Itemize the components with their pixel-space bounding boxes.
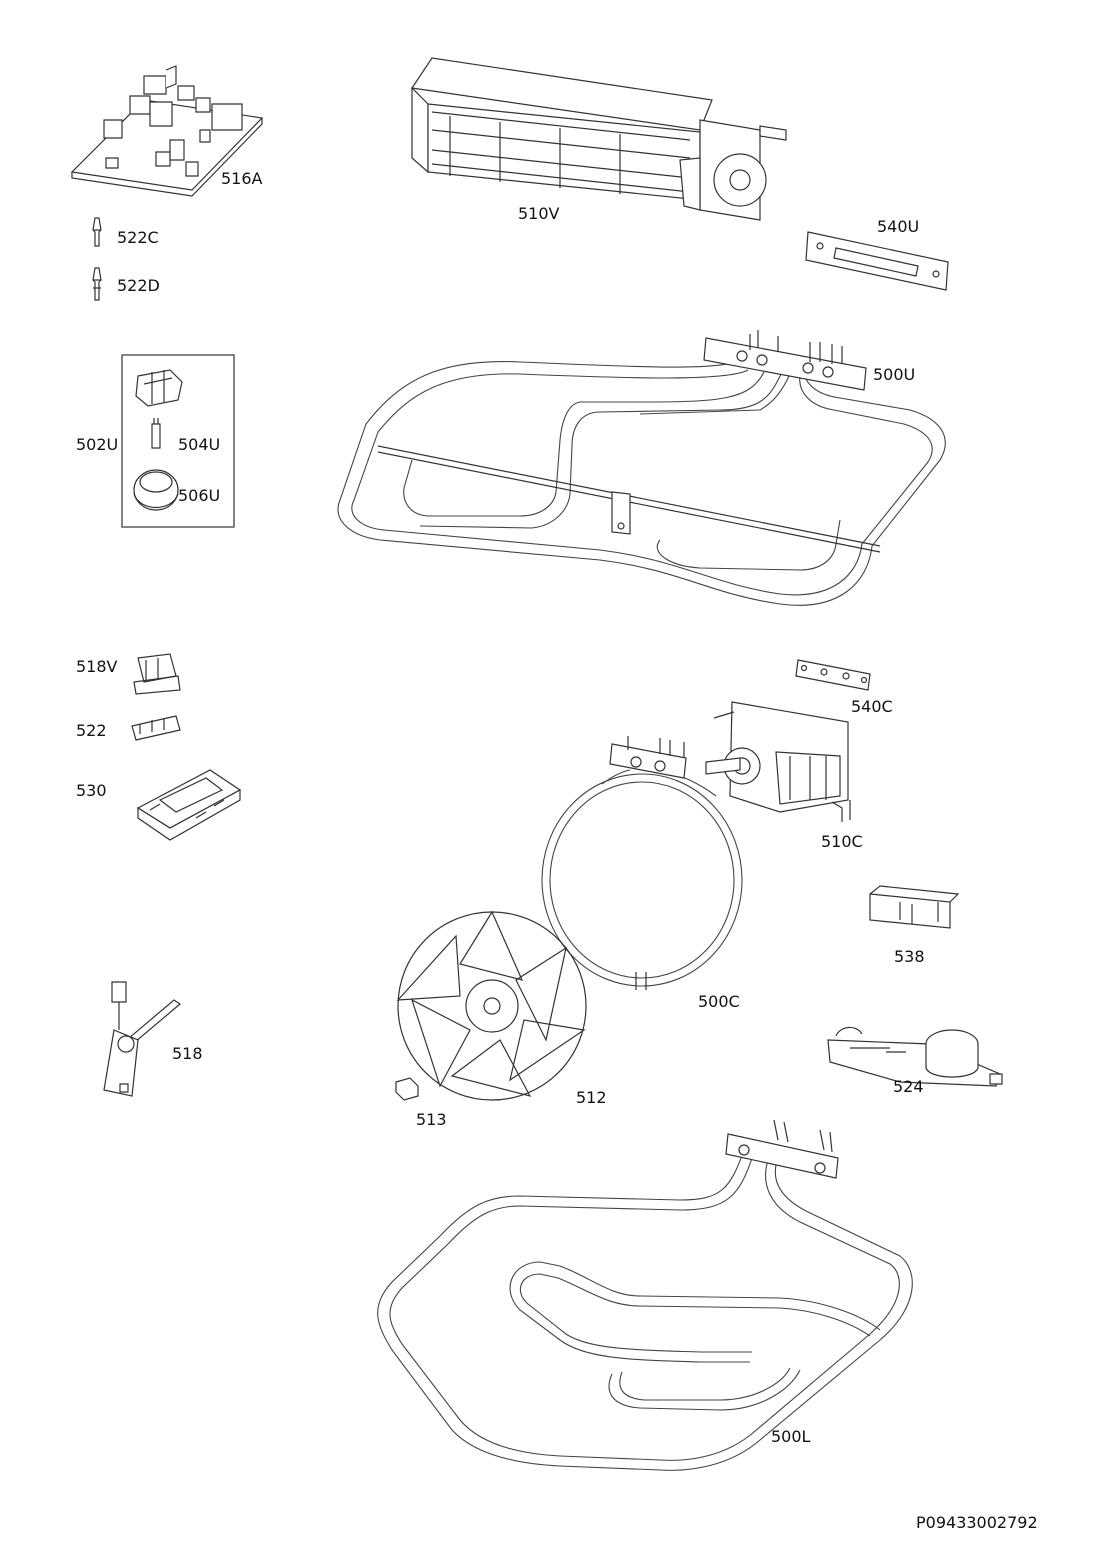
label-522C: 522C xyxy=(117,228,159,247)
label-500L: 500L xyxy=(771,1427,811,1446)
label-510C: 510C xyxy=(821,832,863,851)
label-524: 524 xyxy=(893,1077,924,1096)
label-512: 512 xyxy=(576,1088,607,1107)
part-538-terminal-block xyxy=(869,885,960,929)
label-530: 530 xyxy=(76,781,107,800)
part-522D-spacer xyxy=(92,267,102,301)
label-506U: 506U xyxy=(178,486,221,505)
label-518V: 518V xyxy=(76,657,118,676)
part-522C-spacer xyxy=(92,217,102,247)
part-518V-lamp-holder xyxy=(133,653,181,695)
part-524-door-lock xyxy=(827,1026,1003,1087)
label-522D: 522D xyxy=(117,276,160,295)
part-540U-gasket-plate xyxy=(805,231,949,291)
label-522: 522 xyxy=(76,721,107,740)
part-516A-circuit-board xyxy=(70,65,264,197)
part-510C-fan-motor xyxy=(705,701,851,822)
part-512-fan-blade xyxy=(396,910,587,1101)
document-reference-number: P09433002792 xyxy=(916,1513,1038,1532)
part-518-thermostat xyxy=(103,981,181,1097)
part-522-connector xyxy=(131,715,181,741)
part-500L-bottom-heating-element xyxy=(377,1119,913,1471)
part-500U-top-heating-element xyxy=(337,330,946,606)
label-502U: 502U xyxy=(76,435,119,454)
part-510V-tangential-fan xyxy=(410,57,787,221)
label-513: 513 xyxy=(416,1110,447,1129)
label-500U: 500U xyxy=(873,365,916,384)
part-540C-gasket-plate xyxy=(795,659,871,691)
label-518: 518 xyxy=(172,1044,203,1063)
label-500C: 500C xyxy=(698,992,740,1011)
label-516A: 516A xyxy=(221,169,263,188)
part-502U-lamp-kit-box xyxy=(121,354,235,528)
part-513-nut xyxy=(395,1077,419,1101)
label-540U: 540U xyxy=(877,217,920,236)
label-538: 538 xyxy=(894,947,925,966)
label-510V: 510V xyxy=(518,204,560,223)
label-540C: 540C xyxy=(851,697,893,716)
part-500C-circular-heating-element xyxy=(541,736,743,990)
part-530-control-module xyxy=(136,769,242,841)
label-504U: 504U xyxy=(178,435,221,454)
